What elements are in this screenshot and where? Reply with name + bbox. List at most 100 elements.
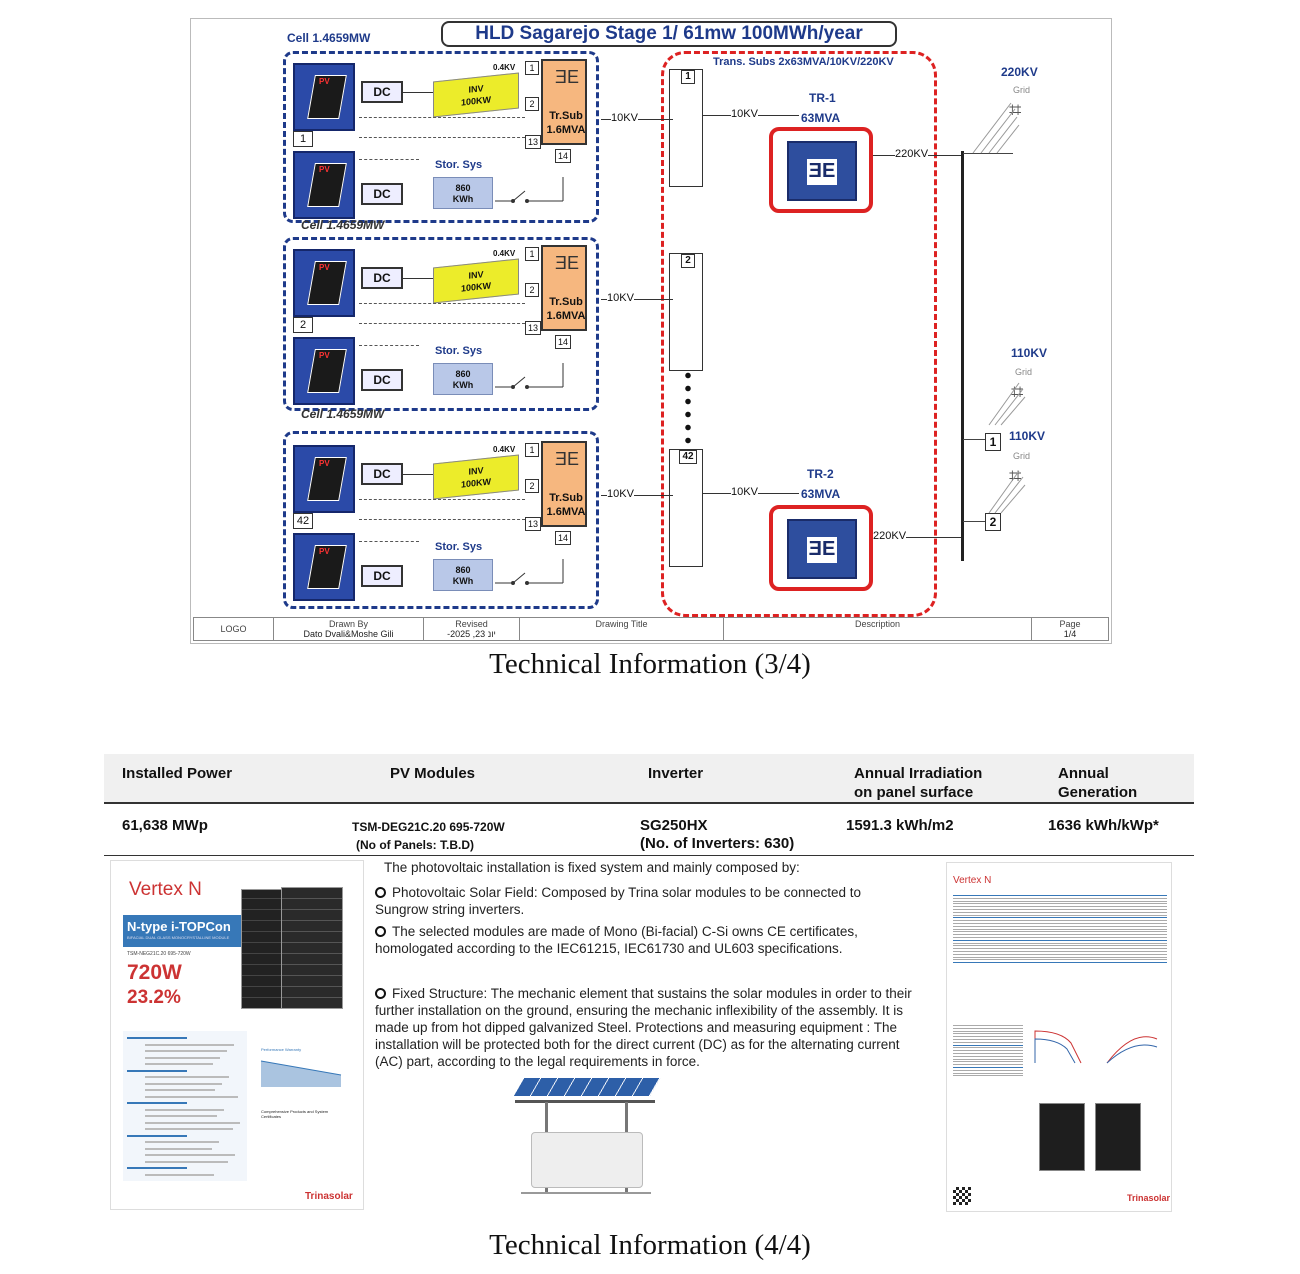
datasheet-text-line: [145, 1076, 229, 1078]
datasheet-comp: Comprehensive Products and System Certif…: [261, 1109, 329, 1119]
grid-label: Grid: [1013, 451, 1031, 461]
datasheet-text-line: [145, 1089, 215, 1091]
kv220-label: 220KV: [873, 530, 907, 542]
datasheet-table-line: [953, 1041, 1023, 1043]
inverter-count: (No. of Inverters: 630): [640, 835, 795, 852]
header-installed-power: Installed Power: [122, 765, 233, 782]
datasheet-text-line: [127, 1134, 187, 1137]
dashed-link: [359, 159, 419, 160]
bus-bar: [961, 151, 964, 561]
datasheet-text-line: [145, 1056, 220, 1059]
bullet-circle-icon: [375, 988, 386, 999]
datasheet-features-band: [123, 1031, 247, 1181]
drawing-title-cell: Drawing Title: [519, 617, 724, 641]
datasheet-text-line: [145, 1173, 214, 1176]
kv10-label: 10KV: [607, 292, 634, 304]
irradiation-value: 1591.3 kWh/m2: [846, 817, 954, 834]
module-drawing-front: [1039, 1103, 1085, 1171]
switchgear-1: 1: [669, 69, 703, 187]
drawing-title: HLD Sagarejo Stage 1/ 61mw 100MWh/year: [441, 21, 897, 47]
port-13: 13: [525, 321, 541, 335]
transformer-tr2: ƎE: [769, 505, 873, 591]
cell-number: 1: [293, 131, 313, 147]
datasheet-table-line: [953, 1047, 1023, 1049]
datasheet-text-line: [145, 1128, 233, 1130]
dashed-link: [359, 303, 525, 304]
transformer-coil-icon: ƎE: [555, 67, 580, 87]
cell-box-3: [283, 431, 599, 609]
pv-curve-chart-icon: [1106, 1036, 1158, 1064]
transformer-coil-icon: ƎE: [555, 449, 580, 469]
datasheet-tech-banner: [123, 915, 247, 947]
port-13: 13: [525, 517, 541, 531]
grid-label: Grid: [1015, 367, 1033, 377]
dc-combiner: DC: [361, 267, 403, 289]
bus-link-mid: [963, 439, 985, 440]
specs-header-row: Installed Power PV Modules Inverter Annu…: [104, 754, 1194, 804]
pv-panels-count: (No of Panels: T.B.D): [356, 838, 475, 852]
datasheet-text-line: [127, 1167, 187, 1169]
datasheet-text-line: [145, 1082, 222, 1085]
dashed-link: [359, 323, 525, 324]
ellipsis-dots: [685, 369, 691, 445]
line: [403, 474, 433, 475]
dc-combiner: DC: [361, 81, 403, 103]
datasheet-table-line: [953, 1030, 1023, 1032]
kv220-label: 220KV: [895, 148, 929, 160]
stor-label: Stor. Sys: [435, 345, 483, 357]
pv-array-icon: PV: [293, 445, 355, 513]
datasheet-table-line: [953, 942, 1167, 944]
datasheet-front: Vertex N N-type i-TOPCon BIFACIAL DUAL G…: [110, 860, 364, 1210]
datasheet-table-line: [953, 962, 1167, 964]
datasheet-table-line: [953, 917, 1167, 919]
datasheet-text-line: [127, 1037, 187, 1039]
datasheet-table-line: [953, 1025, 1023, 1026]
datasheet-back: Vertex N Trinasolar: [946, 862, 1172, 1212]
datasheet-brand-small: Vertex N: [953, 875, 992, 886]
cell-box-1: [283, 51, 599, 223]
pv-array-icon: PV: [293, 249, 355, 317]
specs-bottom-rule: [104, 855, 1194, 856]
datasheet-text-line: [127, 1102, 187, 1104]
datasheet-text-line: [145, 1121, 240, 1124]
kv04-label: 0.4KV: [493, 445, 516, 454]
datasheet-tech: N-type i-TOPCon: [127, 919, 231, 934]
switchgear-number: 42: [679, 450, 697, 464]
datasheet-text-line: [145, 1050, 227, 1052]
dc-combiner: DC: [361, 369, 403, 391]
dashed-link: [359, 117, 525, 118]
kv10-label: 10KV: [611, 112, 638, 124]
port-14: 14: [555, 531, 571, 545]
dc-combiner: DC: [361, 565, 403, 587]
datasheet-sub: BIFACIAL DUAL GLASS MONOCRYSTALLINE MODU…: [127, 935, 230, 940]
line: [601, 495, 673, 496]
dc-combiner: DC: [361, 183, 403, 205]
datasheet-perf: Performance Warranty: [261, 1047, 302, 1052]
tr2-rating: 63MVA: [801, 487, 841, 501]
datasheet-text-line: [127, 1069, 187, 1072]
dashed-link: [359, 519, 525, 520]
pv-array-icon: PV: [293, 533, 355, 601]
datasheet-table-line: [953, 1033, 1023, 1035]
tr1-rating: 63MVA: [801, 111, 841, 125]
datasheet-table-line: [953, 951, 1167, 952]
datasheet-table-line: [953, 945, 1167, 947]
port-14: 14: [555, 335, 571, 349]
stor-label: Stor. Sys: [435, 541, 483, 553]
datasheet-table-line: [953, 925, 1167, 927]
kv110-grid-label: 110KV: [1011, 346, 1048, 360]
bullet-circle-icon: [375, 887, 386, 898]
datasheet-power: 720W: [127, 961, 182, 984]
kv10-label: 10KV: [607, 488, 634, 500]
datasheet-table-line: [953, 1036, 1023, 1038]
datasheet-text-line: [145, 1108, 224, 1111]
description-bullet-3: Fixed Structure: The mechanic element th…: [375, 986, 912, 1069]
